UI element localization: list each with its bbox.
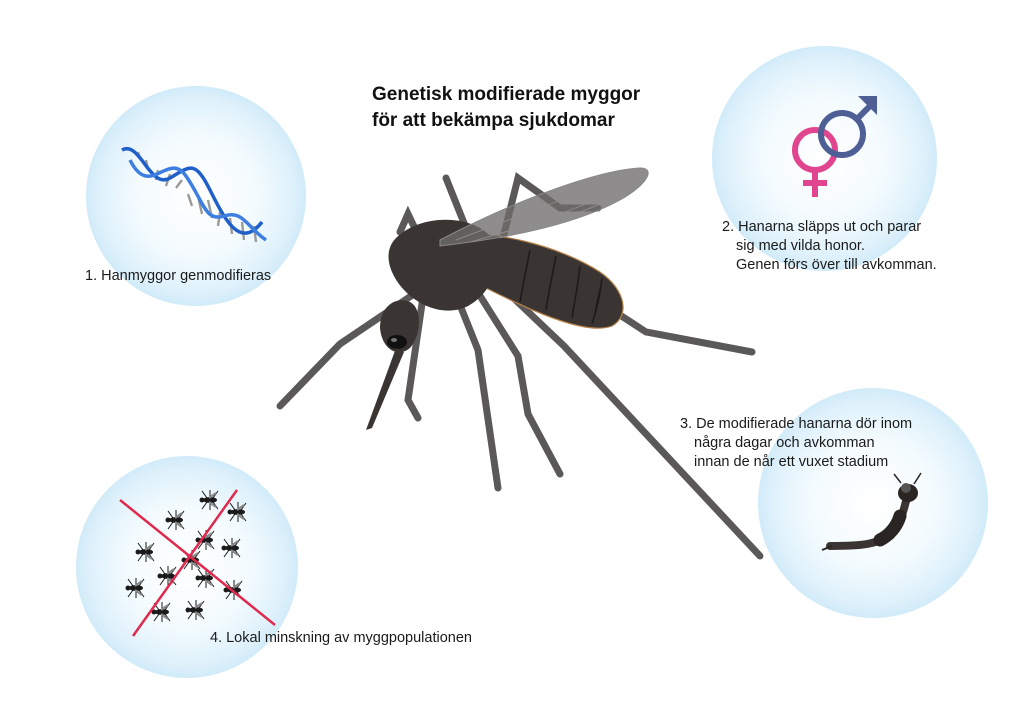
- step-3-caption: 3. De modifierade hanarna dör inom några…: [680, 415, 912, 472]
- larva-icon: [821, 472, 922, 551]
- step-1-line-1: 1. Hanmyggor genmodifieras: [85, 268, 272, 284]
- title-line-1: Genetisk modifierade myggor: [372, 84, 641, 105]
- step-2-line-2: sig med vilda honor.: [736, 238, 865, 254]
- crossed-out-mosquitoes-icon: [119, 488, 276, 637]
- step-2-line-1: 2. Hanarna släpps ut och parar: [722, 219, 922, 235]
- gender-symbols-icon: [792, 96, 877, 197]
- step-3-line-3: innan de når ett vuxet stadium: [694, 454, 889, 470]
- step-3-line-1: 3. De modifierade hanarna dör inom: [680, 416, 913, 432]
- step-4-line-1: 4. Lokal minskning av myggpopulationen: [210, 630, 472, 646]
- step-2-line-3: Genen förs över till avkomman.: [736, 257, 937, 273]
- step-3-line-2: några dagar och avkomman: [694, 435, 875, 451]
- dna-helix-icon: [121, 146, 268, 243]
- step-1-caption: 1. Hanmyggor genmodifieras: [85, 267, 271, 286]
- bubble-step-4: [76, 456, 298, 678]
- step-4-caption: 4. Lokal minskning av myggpopulationen: [210, 629, 472, 648]
- step-2-caption: 2. Hanarna släpps ut och parar sig med v…: [722, 218, 937, 275]
- bubble-step-3: [758, 388, 988, 618]
- mosquito-illustration: [276, 167, 764, 560]
- bubble-step-2: [712, 46, 937, 271]
- diagram-title: Genetisk modifierade myggor för att bekä…: [372, 82, 692, 134]
- title-line-2: för att bekämpa sjukdomar: [372, 110, 615, 131]
